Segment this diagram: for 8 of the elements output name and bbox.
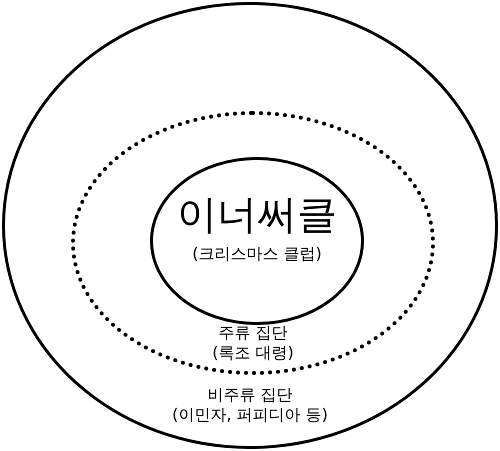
subtitle-text: (이민자, 퍼피디아 등) [172, 405, 328, 425]
heading-text: 비주류 집단 [207, 385, 293, 405]
heading-text: 주류 집단 [218, 323, 288, 343]
inner-ellipse [150, 157, 364, 325]
dotted-ellipse [71, 111, 435, 375]
subtitle-text: (크리스마스 클럽) [192, 244, 322, 264]
subtitle-text: (록조 대령) [212, 343, 294, 363]
heading-text: 이너써클 [177, 191, 337, 240]
